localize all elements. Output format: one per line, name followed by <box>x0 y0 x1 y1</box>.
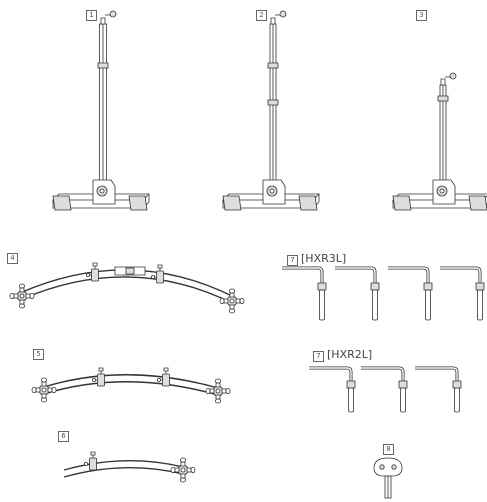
panel-number-8: 8 <box>383 444 394 455</box>
stand-tall <box>52 11 150 211</box>
hxr3l-label: [HXR3L] <box>301 252 347 265</box>
panel-number-3: 3 <box>416 10 427 21</box>
stand-short <box>392 73 487 211</box>
panel-number-6: 6 <box>58 431 69 442</box>
panel-number-7-hxr2l: 7 <box>313 351 324 362</box>
stand-mid <box>222 11 320 211</box>
arc-bar-medium <box>31 367 231 404</box>
hxr3l-rods <box>282 268 484 320</box>
arc-bar-short <box>64 451 196 483</box>
panel-number-2: 2 <box>256 10 267 21</box>
drum-key <box>374 458 402 498</box>
panel-number-1: 1 <box>86 10 97 21</box>
panel-number-5: 5 <box>33 349 44 360</box>
panel-number-4: 4 <box>7 253 18 264</box>
hxr2l-rods <box>309 368 461 412</box>
arc-bar-long <box>9 262 245 314</box>
hxr2l-label: [HXR2L] <box>327 348 373 361</box>
panel-number-7-hxr3l: 7 <box>287 255 298 266</box>
